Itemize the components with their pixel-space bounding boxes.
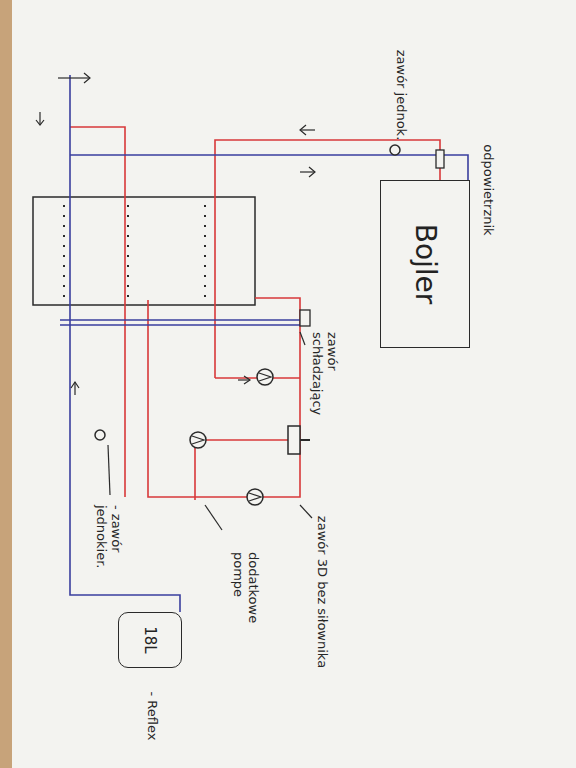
arrow-mark xyxy=(58,77,90,78)
table-edge xyxy=(0,0,12,768)
boiler-outline xyxy=(33,197,255,305)
cooling-valve xyxy=(300,310,310,326)
pipe xyxy=(439,168,441,180)
note-label: zawór 3D bez siłownika xyxy=(315,516,330,668)
arrow-mark xyxy=(300,125,306,135)
note-label: - zawór jednokier. xyxy=(93,505,123,585)
arrow-mark xyxy=(300,332,305,345)
pump-symbol xyxy=(190,432,206,448)
arrow-mark xyxy=(244,376,250,384)
note-label: zawór jednok. xyxy=(394,50,409,141)
arrow-mark xyxy=(300,171,315,172)
arrow-mark xyxy=(39,112,40,125)
check-valve xyxy=(390,145,400,155)
inner-pipe xyxy=(127,205,129,300)
pipe xyxy=(70,155,468,180)
arrow-mark xyxy=(300,129,315,130)
note-label: dodatkowe pompe xyxy=(230,552,260,632)
arrow-mark xyxy=(108,445,110,495)
pipe xyxy=(195,439,290,441)
arrow-mark xyxy=(309,167,315,177)
inner-pipe xyxy=(63,205,65,300)
arrow-mark xyxy=(238,379,250,380)
check-valve xyxy=(95,430,105,440)
arrow-mark xyxy=(300,505,312,518)
node-label: Bojler xyxy=(409,224,442,305)
node-label: 18L xyxy=(141,626,159,653)
arrow-mark xyxy=(84,73,90,83)
boiler-tank: Bojler xyxy=(380,180,470,348)
valve-stem xyxy=(300,439,310,441)
arrow-mark xyxy=(36,120,44,125)
pipe xyxy=(194,440,196,500)
pump-symbol xyxy=(247,489,263,505)
arrow-mark xyxy=(74,382,75,395)
note-label: zawór schładzający xyxy=(309,332,339,428)
air-vent xyxy=(436,150,444,168)
pipe xyxy=(60,312,305,325)
pipe xyxy=(148,298,300,497)
note-label: - Reflex xyxy=(145,692,160,741)
arrow-mark xyxy=(71,382,79,388)
pump-symbol xyxy=(257,369,273,385)
pipe xyxy=(60,319,300,321)
three-way-valve xyxy=(288,426,300,454)
expansion-vessel: 18L xyxy=(118,612,182,668)
inner-pipe xyxy=(204,205,206,300)
note-label: odpowietrznik xyxy=(481,144,496,235)
arrow-mark xyxy=(205,505,222,530)
pipe xyxy=(70,127,125,497)
